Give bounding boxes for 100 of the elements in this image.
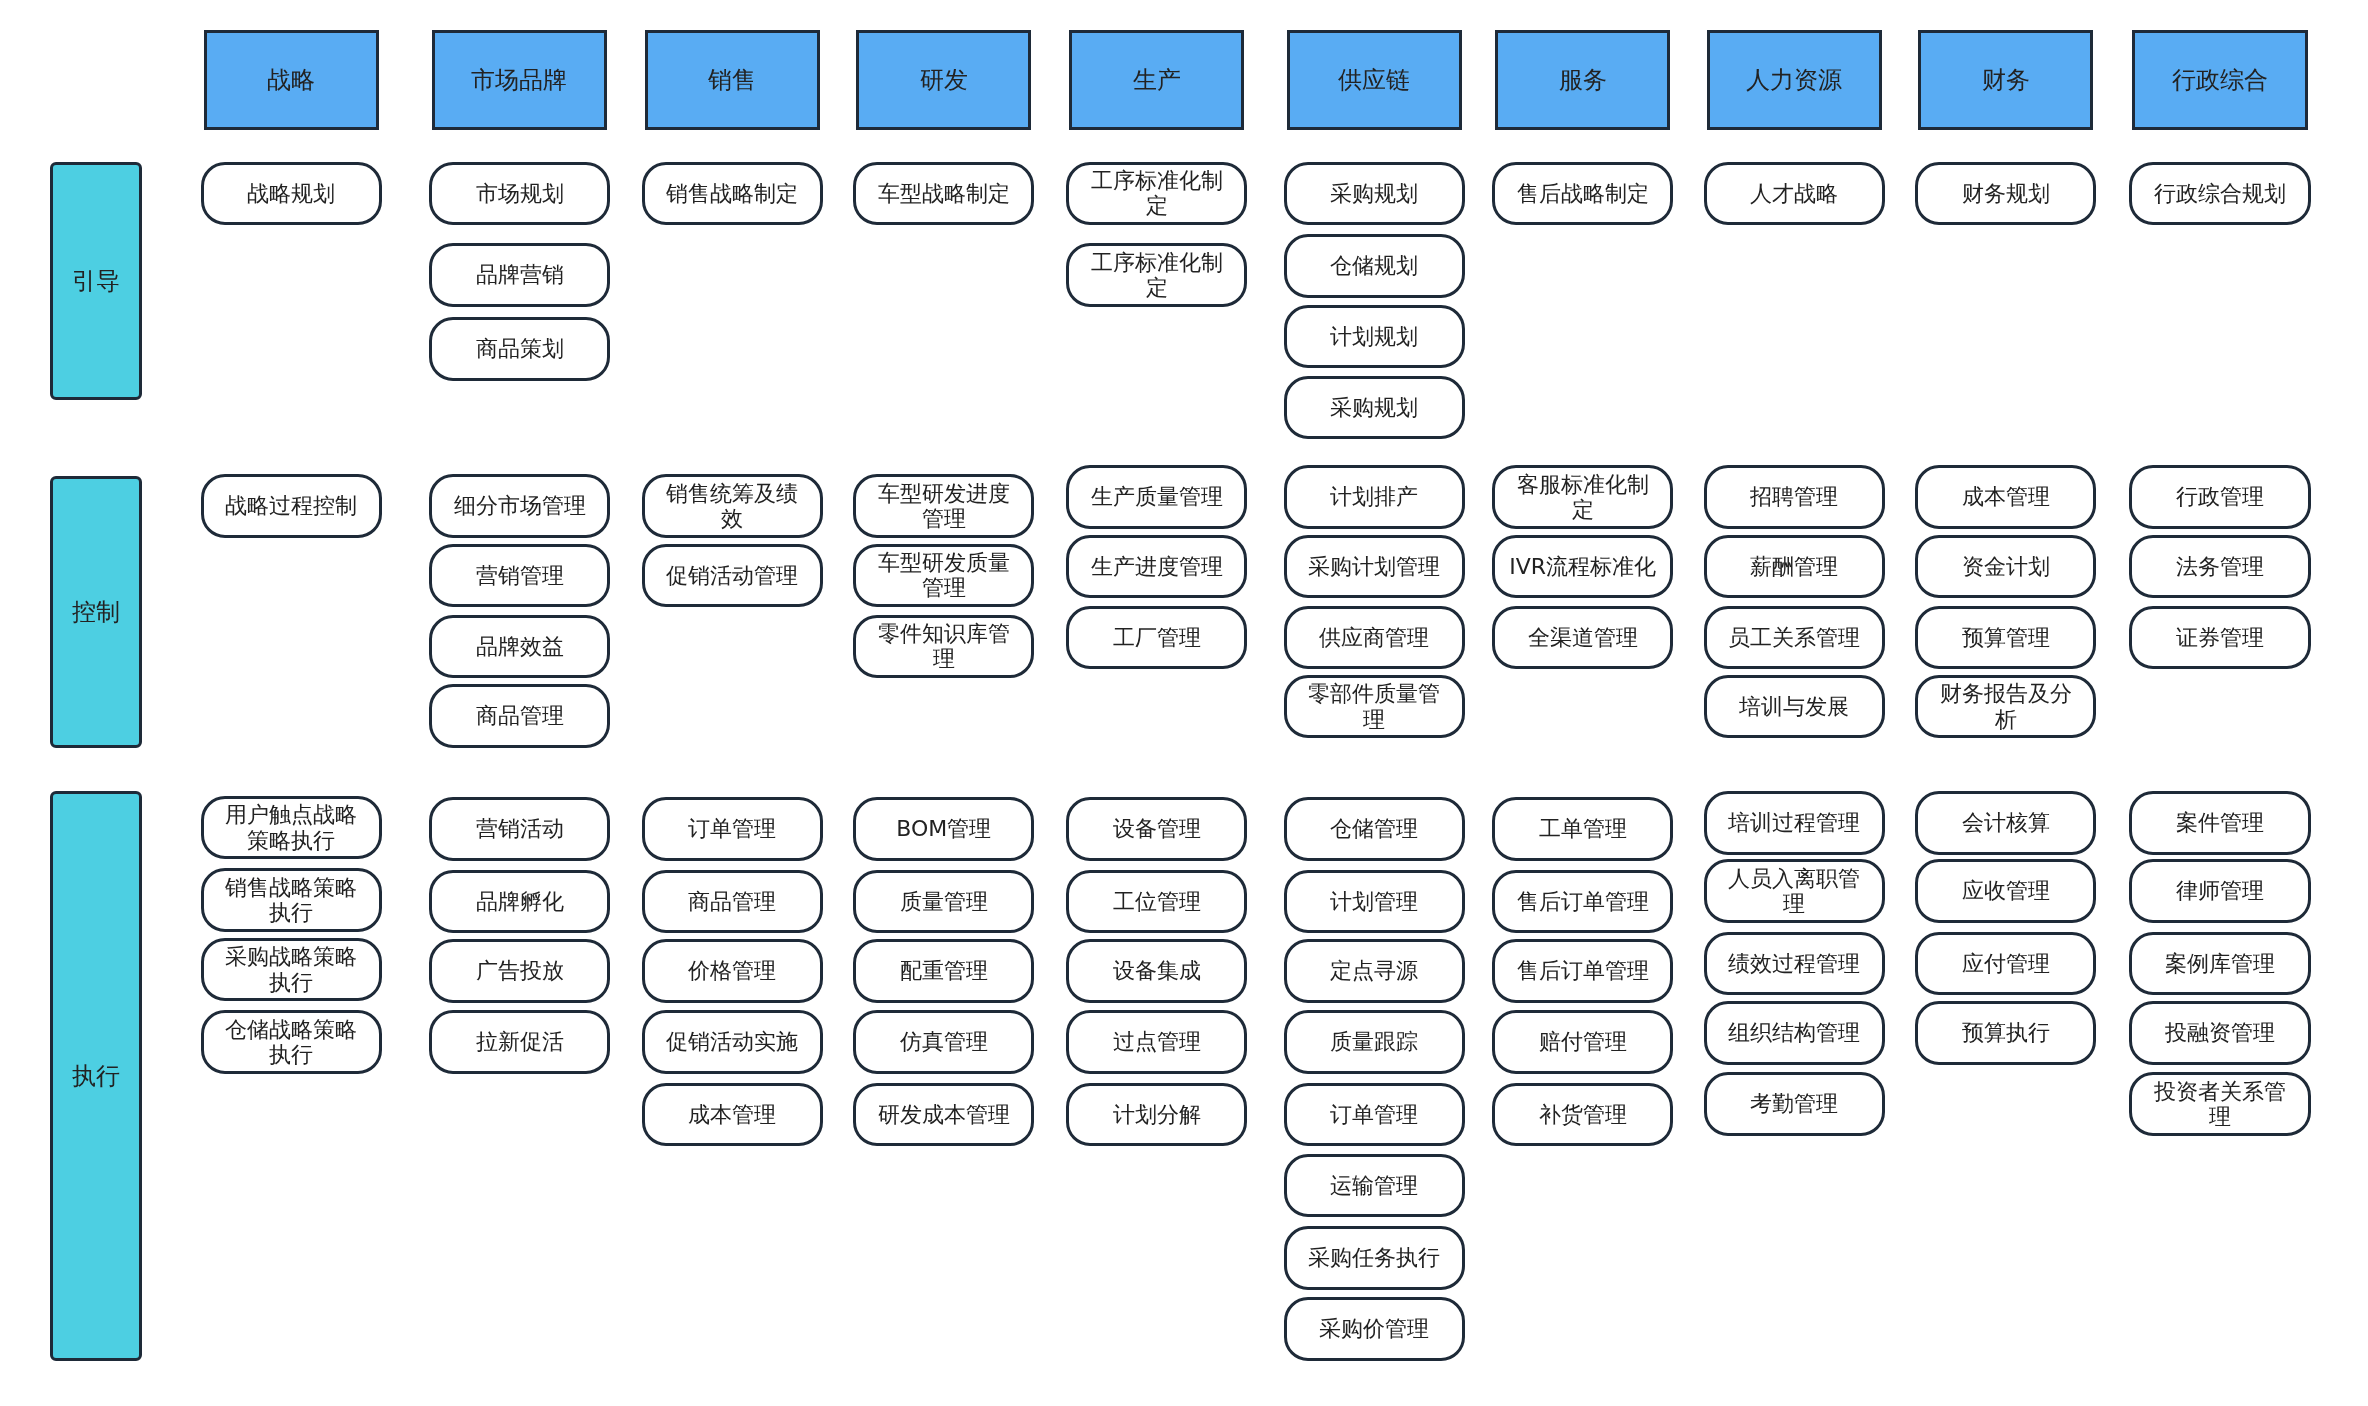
column-header: 研发 — [856, 30, 1032, 130]
function-pill: 工厂管理 — [1066, 605, 1248, 669]
row-label: 控制 — [49, 475, 142, 748]
function-pill: 品牌营销 — [428, 243, 611, 307]
row-label: 引导 — [49, 161, 142, 401]
function-pill: 售后订单管理 — [1492, 869, 1674, 934]
function-pill: 工序标准化制定 — [1066, 243, 1248, 307]
function-pill: 应收管理 — [1914, 859, 2097, 923]
function-pill: 售后战略制定 — [1492, 161, 1674, 225]
function-pill: 采购任务执行 — [1283, 1226, 1465, 1290]
function-pill: 工单管理 — [1492, 797, 1674, 861]
function-pill: 计划管理 — [1283, 869, 1465, 934]
function-pill: 售后订单管理 — [1492, 939, 1674, 1003]
function-pill: 应付管理 — [1914, 931, 2097, 996]
function-pill: 订单管理 — [1283, 1082, 1465, 1147]
function-pill: 销售战略制定 — [641, 161, 824, 225]
function-pill: 市场规划 — [428, 161, 611, 225]
function-pill: 人员入离职管理 — [1703, 859, 1885, 923]
function-pill: 投资者关系管理 — [2129, 1072, 2311, 1136]
function-pill: 商品管理 — [428, 684, 611, 748]
function-pill: 员工关系管理 — [1703, 605, 1885, 669]
column-header: 供应链 — [1286, 30, 1462, 130]
function-pill: 仓储规划 — [1283, 234, 1465, 298]
function-pill: 订单管理 — [641, 797, 824, 861]
function-pill: 组织结构管理 — [1703, 1001, 1885, 1065]
function-pill: 车型战略制定 — [853, 161, 1035, 225]
function-pill: 客服标准化制定 — [1492, 465, 1674, 529]
function-pill: 销售统筹及绩效 — [641, 474, 824, 538]
function-pill: BOM管理 — [853, 797, 1035, 861]
function-pill: 行政综合规划 — [2129, 161, 2311, 225]
function-pill: 计划分解 — [1066, 1082, 1248, 1147]
column-header: 行政综合 — [2132, 30, 2308, 130]
column-header: 销售 — [644, 30, 820, 130]
function-pill: 销售战略策略执行 — [200, 868, 383, 932]
function-pill: 仿真管理 — [853, 1010, 1035, 1074]
column-header: 服务 — [1495, 30, 1671, 130]
function-pill: 生产质量管理 — [1066, 465, 1248, 529]
function-pill: 案例库管理 — [2129, 931, 2311, 996]
function-pill: 赔付管理 — [1492, 1010, 1674, 1074]
function-pill: 证券管理 — [2129, 605, 2311, 669]
row-label: 执行 — [49, 791, 142, 1361]
function-pill: 薪酬管理 — [1703, 534, 1885, 599]
function-pill: IVR流程标准化 — [1492, 534, 1674, 599]
function-pill: 配重管理 — [853, 939, 1035, 1003]
column-header: 战略 — [203, 30, 380, 130]
function-pill: 律师管理 — [2129, 859, 2311, 923]
function-pill: 促销活动实施 — [641, 1010, 824, 1074]
function-pill: 案件管理 — [2129, 791, 2311, 855]
function-pill: 行政管理 — [2129, 465, 2311, 529]
function-pill: 计划排产 — [1283, 465, 1465, 529]
function-pill: 考勤管理 — [1703, 1072, 1885, 1136]
function-pill: 成本管理 — [641, 1082, 824, 1147]
function-pill: 战略规划 — [200, 161, 383, 225]
column-header: 人力资源 — [1706, 30, 1882, 130]
function-pill: 预算执行 — [1914, 1001, 2097, 1065]
function-pill: 采购计划管理 — [1283, 534, 1465, 599]
function-pill: 质量跟踪 — [1283, 1010, 1465, 1074]
column-header: 市场品牌 — [431, 30, 608, 130]
function-pill: 会计核算 — [1914, 791, 2097, 855]
function-pill: 拉新促活 — [428, 1010, 611, 1074]
function-pill: 招聘管理 — [1703, 465, 1885, 529]
function-pill: 零件知识库管理 — [853, 614, 1035, 679]
column-header: 财务 — [1917, 30, 2094, 130]
function-pill: 车型研发质量管理 — [853, 543, 1035, 608]
function-pill: 财务规划 — [1914, 161, 2097, 225]
function-pill: 营销管理 — [428, 543, 611, 608]
function-pill: 采购规划 — [1283, 161, 1465, 225]
function-pill: 研发成本管理 — [853, 1082, 1035, 1147]
function-pill: 预算管理 — [1914, 605, 2097, 669]
function-pill: 设备管理 — [1066, 797, 1248, 861]
function-pill: 过点管理 — [1066, 1010, 1248, 1074]
function-pill: 培训过程管理 — [1703, 791, 1885, 855]
column-header: 生产 — [1069, 30, 1245, 130]
function-pill: 商品策划 — [428, 317, 611, 381]
function-pill: 广告投放 — [428, 939, 611, 1003]
function-pill: 战略过程控制 — [200, 474, 383, 538]
function-pill: 补货管理 — [1492, 1082, 1674, 1147]
function-pill: 采购战略策略执行 — [200, 937, 383, 1002]
function-pill: 工位管理 — [1066, 869, 1248, 934]
function-pill: 生产进度管理 — [1066, 534, 1248, 599]
function-pill: 营销活动 — [428, 797, 611, 861]
function-pill: 供应商管理 — [1283, 605, 1465, 669]
function-pill: 投融资管理 — [2129, 1001, 2311, 1065]
function-pill: 计划规划 — [1283, 305, 1465, 369]
function-pill: 财务报告及分析 — [1914, 675, 2097, 739]
function-pill: 价格管理 — [641, 939, 824, 1003]
function-pill: 资金计划 — [1914, 534, 2097, 599]
function-pill: 仓储管理 — [1283, 797, 1465, 861]
function-pill: 培训与发展 — [1703, 675, 1885, 739]
function-pill: 细分市场管理 — [428, 474, 611, 538]
function-pill: 促销活动管理 — [641, 543, 824, 608]
function-pill: 采购规划 — [1283, 376, 1465, 440]
function-pill: 车型研发进度管理 — [853, 474, 1035, 538]
function-pill: 人才战略 — [1703, 161, 1885, 225]
function-pill: 品牌效益 — [428, 614, 611, 679]
function-pill: 法务管理 — [2129, 534, 2311, 599]
function-pill: 仓储战略策略执行 — [200, 1010, 383, 1074]
function-pill: 品牌孵化 — [428, 869, 611, 934]
function-pill: 全渠道管理 — [1492, 605, 1674, 669]
function-pill: 定点寻源 — [1283, 939, 1465, 1003]
